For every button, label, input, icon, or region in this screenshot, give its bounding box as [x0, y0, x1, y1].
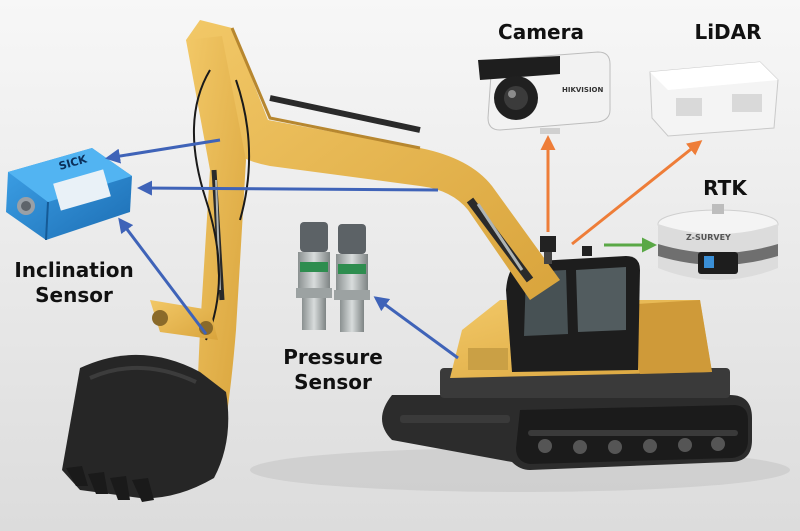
- rtk-brand-text: Z-SURVEY: [686, 233, 731, 242]
- rtk-label: RTK: [703, 176, 747, 200]
- pressure-label-line1: Pressure: [283, 345, 383, 369]
- pressure-label-line2: Sensor: [294, 370, 372, 394]
- excavator-bucket: [62, 354, 229, 499]
- excavator-tracks: [382, 395, 752, 470]
- lidar-label: LiDAR: [694, 20, 762, 44]
- inclination-label-line1: Inclination: [14, 258, 134, 282]
- arrow-boom-to-inclination: [105, 138, 221, 164]
- orange-arrows: [540, 135, 703, 246]
- arrow-stick-to-inclination: [137, 180, 439, 196]
- arrow-bucket-to-inclination: [118, 217, 208, 335]
- blue-arrows: [105, 138, 459, 360]
- camera-brand-text: HIKVISION: [562, 86, 604, 94]
- arrow-to-pressure-sensor: [373, 296, 459, 360]
- excavator-icon: [62, 20, 752, 502]
- camera-icon: HIKVISION: [478, 51, 611, 134]
- excavator-boom: [186, 20, 560, 300]
- camera-label: Camera: [498, 20, 584, 44]
- inclination-label-line2: Sensor: [35, 283, 113, 307]
- pressure-sensor-label: Pressure Sensor: [268, 345, 398, 395]
- inclination-sensor-icon: SICK: [6, 148, 132, 241]
- rtk-receiver-icon: Z-SURVEY: [657, 204, 779, 280]
- lidar-icon: [649, 61, 779, 137]
- pressure-sensor-icon: [296, 222, 370, 332]
- inclination-sensor-label: Inclination Sensor: [0, 258, 148, 308]
- arrow-to-lidar: [571, 140, 703, 246]
